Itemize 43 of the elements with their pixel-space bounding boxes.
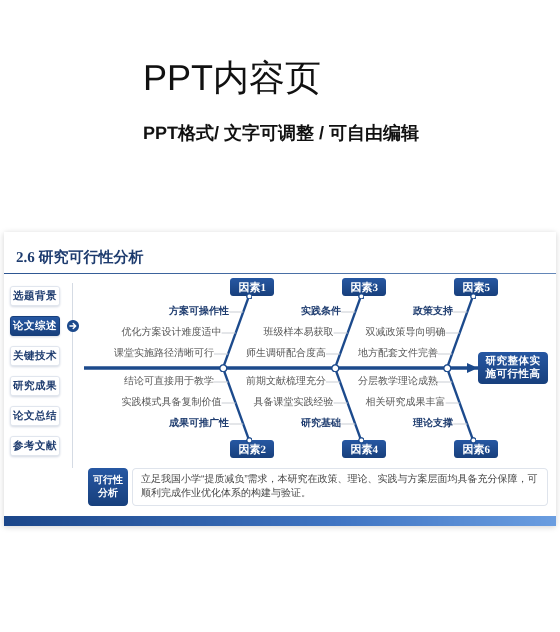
result-box: 研究整体实施可行性高: [478, 352, 548, 384]
cause-label: 优化方案设计难度适中: [122, 327, 222, 339]
branch-line: [445, 402, 460, 404]
cause-heading: 研究基础: [301, 418, 342, 430]
cause-label: 双减政策导向明确: [366, 327, 446, 339]
factor-box: 因素2: [230, 440, 274, 458]
cause-heading: 理论支撑: [413, 418, 454, 430]
factor-box: 因素1: [230, 278, 274, 296]
factor-box: 因素4: [342, 440, 386, 458]
sidebar-tab: 论文总结: [10, 406, 60, 426]
cause-label: 分层教学理论成熟: [358, 376, 438, 388]
branch-line: [333, 402, 348, 404]
sidebar-tab: 论文综述: [10, 316, 60, 336]
cause-heading: 政策支持: [413, 306, 454, 318]
branch-line: [445, 332, 460, 334]
factor-box: 因素5: [454, 278, 498, 296]
sidebar-tab: 研究成果: [10, 376, 60, 396]
cause-label: 相关研究成果丰富: [366, 397, 446, 409]
cause-heading: 实践条件: [301, 306, 342, 318]
cause-label: 结论可直接用于教学: [124, 376, 214, 388]
page-title: PPT内容页: [143, 56, 322, 100]
note-box: 立足我国小学“提质减负”需求，本研究在政策、理论、实践与方案层面均具备充分保障，可顺利完成作业优化体系的构建与验证。: [132, 468, 548, 506]
sidebar-tab: 参考文献: [10, 436, 60, 456]
cause-label: 师生调研配合度高: [246, 348, 326, 360]
subtitle: PPT格式/ 文字可调整 / 可自由编辑: [143, 122, 420, 145]
cause-label: 地方配套文件完善: [358, 348, 438, 360]
slide-heading: 2.6 研究可行性分析: [16, 248, 144, 268]
cause-heading: 成果可推广性: [169, 418, 230, 430]
cause-label: 具备课堂实践经验: [254, 397, 334, 409]
cause-heading: 方案可操作性: [169, 306, 230, 318]
note-tag: 可行性分析: [88, 468, 128, 506]
sidebar-tab: 选题背景: [10, 286, 60, 306]
cause-label: 班级样本易获取: [264, 327, 334, 339]
branch-line: [221, 332, 236, 334]
cause-label: 前期文献梳理充分: [246, 376, 326, 388]
cause-label: 实践模式具备复制价值: [122, 397, 222, 409]
factor-box: 因素3: [342, 278, 386, 296]
cause-label: 课堂实施路径清晰可行: [114, 348, 214, 360]
spine-arrow: [84, 363, 478, 373]
branch-line: [333, 332, 348, 334]
branch-line: [221, 402, 236, 404]
factor-box: 因素6: [454, 440, 498, 458]
sidebar-tab: 关键技术: [10, 346, 60, 366]
